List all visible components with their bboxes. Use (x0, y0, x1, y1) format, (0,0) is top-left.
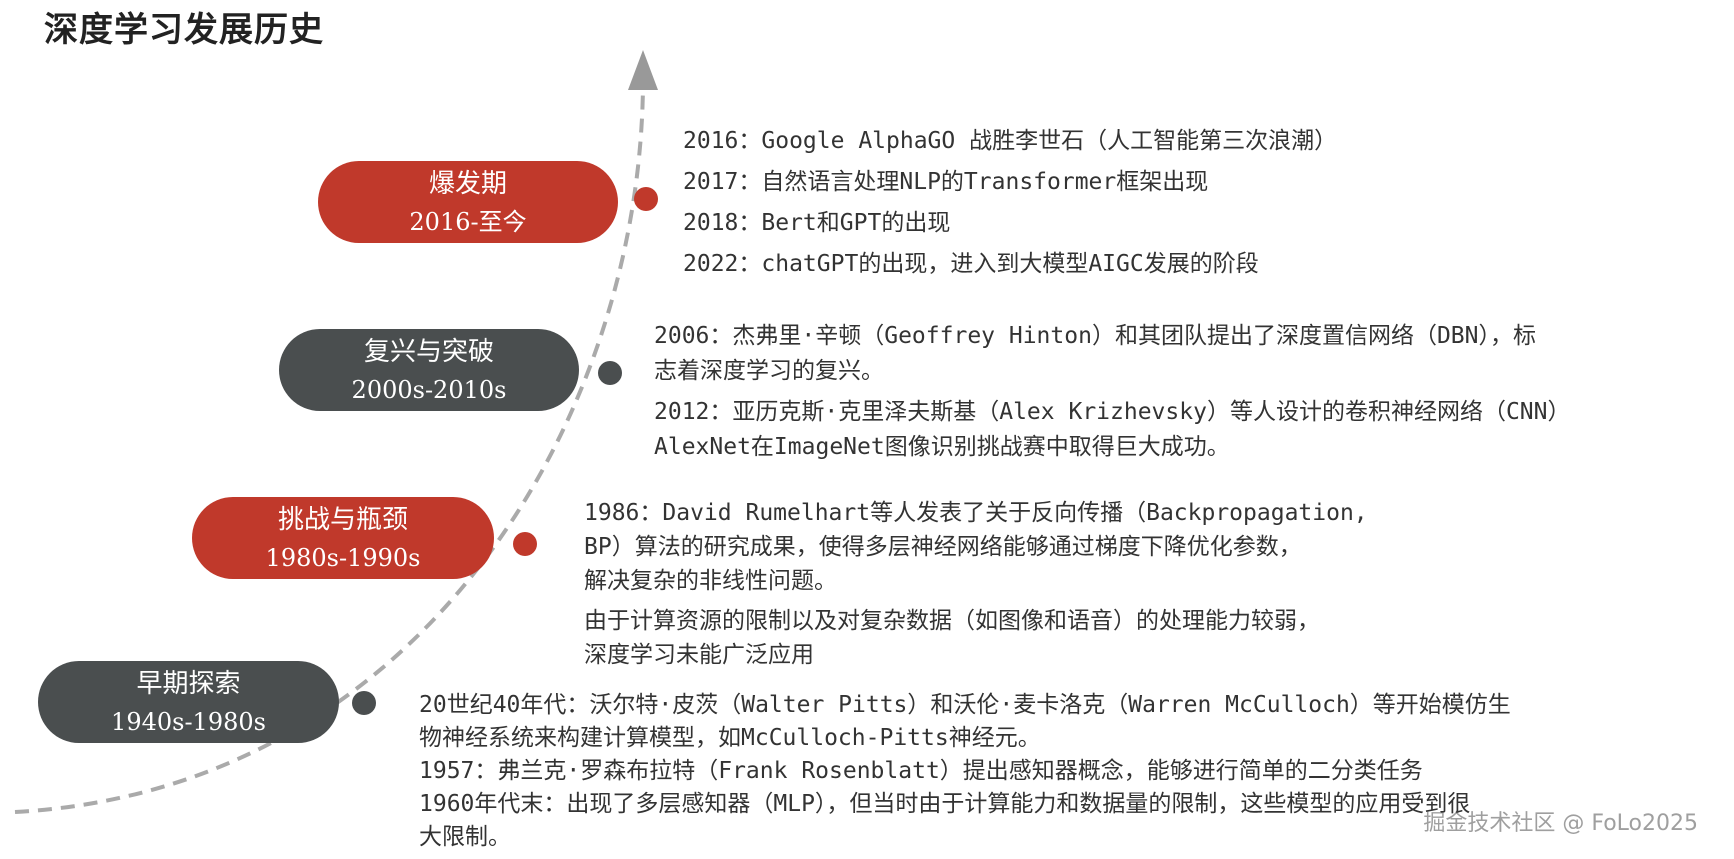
event-line: 大限制。 (419, 824, 511, 850)
stage-period: 1940s-1980s (111, 708, 266, 736)
stage-name: 复兴与突破 (363, 337, 494, 367)
event-line: 1960年代末：出现了多层感知器（MLP），但当时由于计算能力和数据量的限制，这… (419, 791, 1471, 817)
events-revival: 2006：杰弗里·辛顿（Geoffrey Hinton）和其团队提出了深度置信网… (654, 319, 1571, 465)
timeline-dot-stage2 (598, 361, 622, 385)
stage-period: 1980s-1990s (265, 544, 421, 572)
page-title: 深度学习发展历史 (44, 10, 324, 50)
event-line: 2006：杰弗里·辛顿（Geoffrey Hinton）和其团队提出了深度置信网… (654, 323, 1536, 349)
stage-pill-early: 早期探索 1940s-1980s (38, 661, 339, 743)
stage-name: 爆发期 (428, 169, 507, 199)
stage-name: 早期探索 (136, 669, 241, 699)
stage-period: 2016-至今 (409, 208, 527, 236)
stage-pill-challenge: 挑战与瓶颈 1980s-1990s (192, 497, 494, 579)
timeline-dot-stage4 (352, 691, 376, 715)
event-line: AlexNet在ImageNet图像识别挑战赛中取得巨大成功。 (654, 434, 1230, 460)
event-line: 2017：自然语言处理NLP的Transformer框架出现 (683, 169, 1209, 195)
event-line: 20世纪40年代：沃尔特·皮茨（Walter Pitts）和沃伦·麦卡洛克（Wa… (419, 692, 1511, 718)
event-line: 2016：Google AlphaGO 战胜李世石（人工智能第三次浪潮） (683, 128, 1338, 154)
timeline-path (14, 84, 645, 814)
event-line: 2018：Bert和GPT的出现 (683, 210, 951, 236)
events-explosion: 2016：Google AlphaGO 战胜李世石（人工智能第三次浪潮） 201… (683, 121, 1337, 285)
event-line: 2012：亚历克斯·克里泽夫斯基（Alex Krizhevsky）等人设计的卷积… (654, 399, 1571, 425)
event-line: 由于计算资源的限制以及对复杂数据（如图像和语音）的处理能力较弱， (584, 608, 1320, 634)
stage-pill-revival: 复兴与突破 2000s-2010s (279, 329, 579, 411)
events-challenge: 1986：David Rumelhart等人发表了关于反向传播（Backprop… (584, 496, 1368, 672)
event-line: 解决复杂的非线性问题。 (584, 568, 837, 594)
timeline-arrow-icon (628, 50, 658, 90)
event-line: 物神经系统来构建计算模型，如McCulloch-Pitts神经元。 (419, 725, 1041, 751)
event-line: 志着深度学习的复兴。 (654, 358, 884, 384)
timeline-dot-stage1 (634, 187, 658, 211)
event-line: 2022：chatGPT的出现，进入到大模型AIGC发展的阶段 (683, 251, 1259, 277)
stage-period: 2000s-2010s (351, 376, 507, 404)
event-line: 1986：David Rumelhart等人发表了关于反向传播（Backprop… (584, 500, 1368, 526)
events-early: 20世纪40年代：沃尔特·皮茨（Walter Pitts）和沃伦·麦卡洛克（Wa… (419, 689, 1511, 854)
event-line: BP）算法的研究成果，使得多层神经网络能够通过梯度下降优化参数， (584, 534, 1302, 560)
stage-pill-explosion: 爆发期 2016-至今 (318, 161, 618, 243)
event-line: 1957：弗兰克·罗森布拉特（Frank Rosenblatt）提出感知器概念，… (419, 758, 1423, 784)
event-line: 深度学习未能广泛应用 (584, 642, 814, 668)
timeline-dot-stage3 (513, 532, 537, 556)
stage-name: 挑战与瓶颈 (277, 505, 408, 535)
watermark: 掘金技术社区 @ FoLo2025 (1423, 811, 1698, 836)
